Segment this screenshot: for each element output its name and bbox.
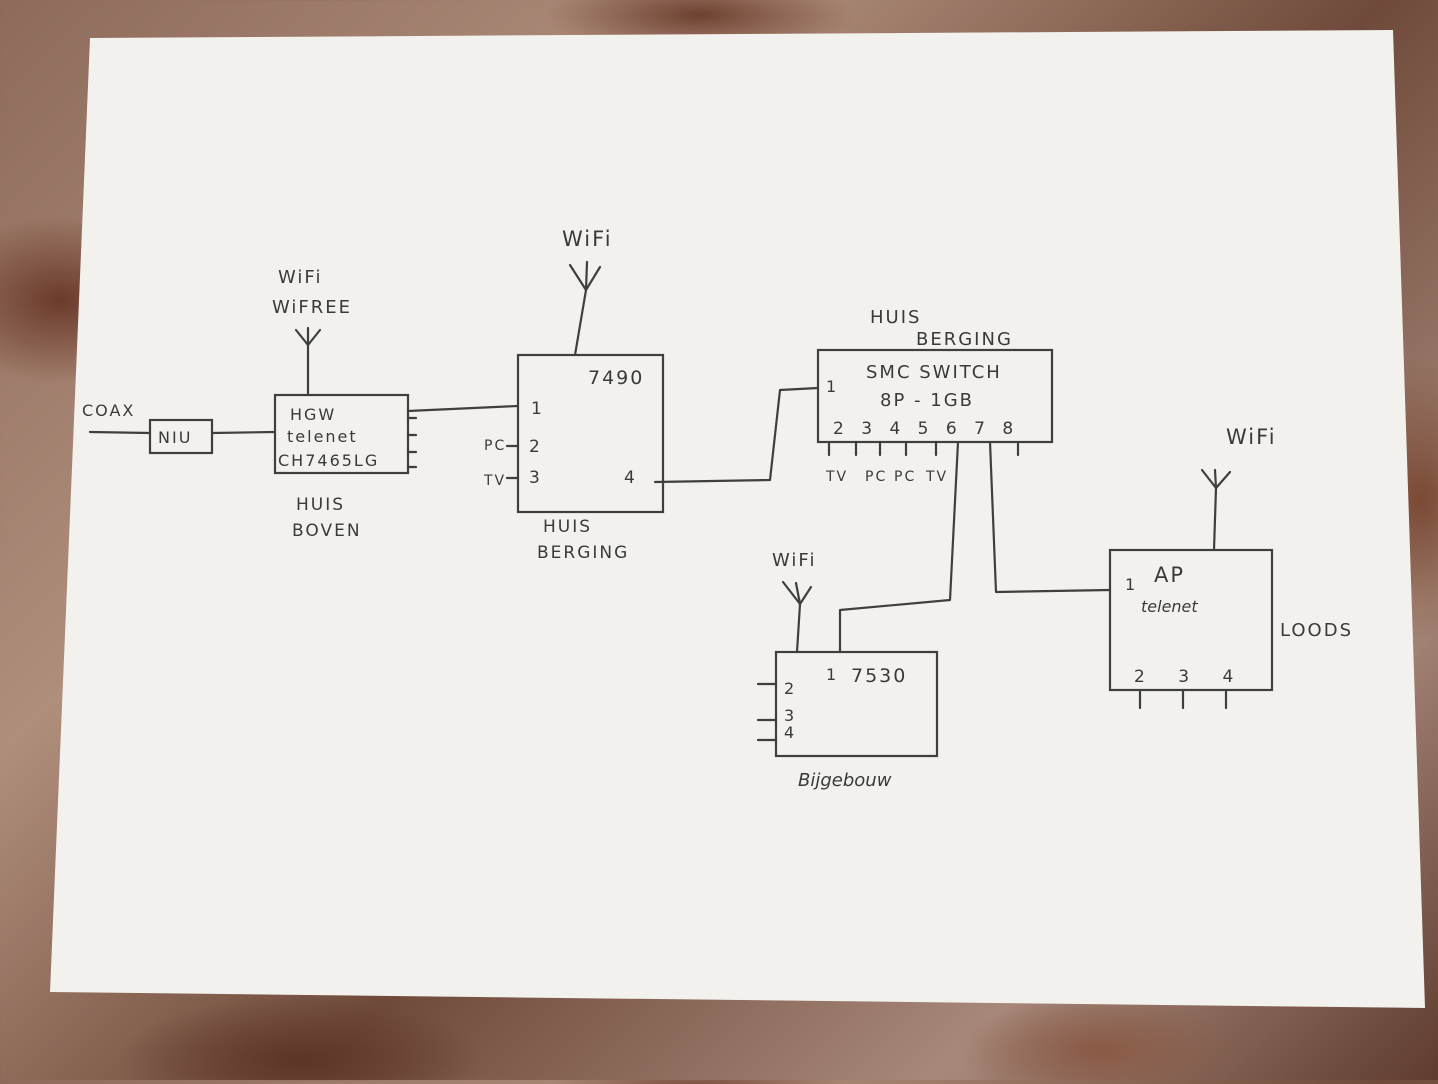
switch-pc-label-1: PC — [865, 469, 887, 485]
switch-ap-link — [988, 440, 1112, 594]
repeater-port-3: 3 — [784, 706, 796, 725]
fritz-port-4: 4 — [624, 468, 637, 488]
repeater-port-2: 2 — [784, 679, 796, 698]
fritz-location-2: BERGING — [537, 543, 629, 563]
hgw-wifi-label: WiFi — [278, 267, 322, 288]
fritz-wifi-label: WiFi — [562, 227, 613, 251]
fritz-model: 7490 — [588, 367, 644, 389]
fritz-pc-label: PC — [484, 438, 506, 454]
fritz-7490-box — [516, 353, 665, 514]
fritz-7530-box — [774, 650, 939, 758]
repeater-wifi-label: WiFi — [772, 550, 816, 571]
ap-port-numbers: 2 3 4 — [1134, 667, 1247, 687]
hgw-antenna-icon — [294, 326, 322, 397]
switch-tv-label-1: TV — [825, 469, 848, 485]
fritz-antenna-icon — [568, 260, 602, 357]
ap-wifi-label: WiFi — [1226, 425, 1277, 449]
paper-surface — [50, 30, 1425, 1008]
repeater-antenna-icon — [781, 580, 813, 654]
fritz-switch-link — [653, 386, 820, 484]
switch-location-1: HUIS — [870, 307, 921, 328]
fritz-port-3: 3 — [529, 468, 542, 488]
hgw-name: HGW — [290, 405, 336, 424]
ap-name: AP — [1154, 563, 1185, 587]
ap-antenna-icon — [1200, 468, 1232, 552]
ap-box — [1108, 548, 1274, 692]
switch-name: SMC SWITCH — [866, 362, 1002, 383]
niu-box — [148, 418, 214, 455]
switch-repeater-link — [838, 440, 960, 654]
repeater-location: Bijgebouw — [798, 770, 892, 791]
repeater-port-1: 1 — [826, 665, 838, 684]
fritz-port-2: 2 — [529, 437, 542, 457]
fritz-location-1: HUIS — [543, 517, 592, 537]
switch-port-numbers: 2 3 4 5 6 7 8 — [833, 419, 1019, 439]
ap-brand: telenet — [1141, 597, 1198, 616]
switch-location-2: BERGING — [916, 329, 1013, 350]
ap-port-stubs — [1138, 688, 1228, 710]
ap-location: LOODS — [1280, 620, 1353, 641]
hgw-wifree-label: WiFREE — [272, 297, 352, 318]
switch-port-stubs — [827, 440, 1020, 457]
hgw-location-2: BOVEN — [292, 521, 362, 541]
coax-label: COAX — [82, 401, 135, 420]
niu-label: NIU — [158, 428, 192, 447]
switch-tv-label-2: TV — [925, 469, 948, 485]
niu-hgw-link — [210, 430, 277, 435]
switch-spec: 8P - 1GB — [880, 390, 974, 411]
hgw-location-1: HUIS — [296, 495, 345, 515]
ap-port-1: 1 — [1125, 575, 1137, 594]
repeater-port-4: 4 — [784, 723, 796, 742]
switch-port-1: 1 — [826, 377, 838, 396]
fritz-tv-label: TV — [483, 473, 506, 489]
coax-cable — [88, 430, 152, 435]
hgw-brand: telenet — [287, 427, 358, 446]
switch-pc-label-2: PC — [894, 469, 916, 485]
hgw-fritz-link — [406, 404, 520, 413]
fritz-port-1: 1 — [531, 399, 544, 419]
hgw-model: CH7465LG — [278, 451, 379, 470]
repeater-model: 7530 — [851, 665, 907, 687]
